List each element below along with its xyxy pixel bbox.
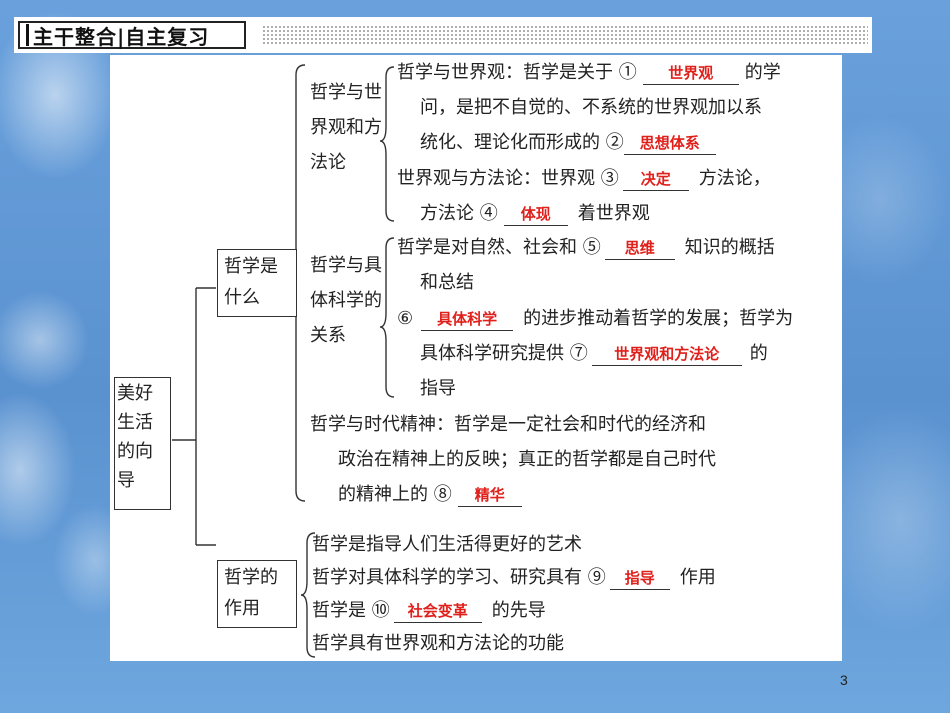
root-node: 美好生活的向导 — [114, 377, 171, 510]
branch-what-is-philosophy: 哲学是什么 — [217, 249, 297, 317]
section-title: 主干整合|自主复习 — [18, 21, 246, 49]
branch2-label: 哲学的作用 — [224, 567, 278, 619]
header-banner: 主干整合|自主复习 — [14, 17, 872, 53]
line-b5: 指导 — [420, 378, 456, 399]
answer-10: 社会变革 — [393, 600, 482, 623]
answer-3: 决定 — [622, 168, 689, 191]
answer-2: 思想体系 — [623, 132, 716, 155]
line-c1: 哲学与时代精神：哲学是一定社会和时代的经济和 — [310, 414, 706, 435]
sub-science-relation: 哲学与具体科学的关系 — [310, 255, 382, 346]
answer-1: 世界观 — [642, 62, 739, 85]
branch1-label: 哲学是什么 — [224, 256, 278, 308]
answer-7: 世界观和方法论 — [591, 343, 742, 366]
sub-worldview-methodology: 哲学与世界观和方法论 — [310, 82, 382, 173]
header-dot-pattern — [262, 25, 868, 45]
line-a2: 问，是把不自觉的、不系统的世界观加以系 — [420, 97, 762, 118]
root-label: 美好生活的向导 — [117, 383, 153, 491]
line-d4: 哲学具有世界观和方法论的功能 — [312, 633, 564, 654]
page-number: 3 — [840, 672, 848, 688]
answer-5: 思维 — [604, 237, 675, 260]
line-b2: 和总结 — [420, 272, 474, 293]
line-c2: 政治在精神上的反映；真正的哲学都是自己时代 — [338, 449, 716, 470]
answer-8: 精华 — [457, 484, 522, 507]
answer-9: 指导 — [609, 567, 670, 590]
section-title-text: 主干整合|自主复习 — [33, 24, 210, 49]
branch-role-of-philosophy: 哲学的作用 — [217, 560, 297, 628]
answer-4: 体现 — [503, 203, 568, 226]
line-d1: 哲学是指导人们生活得更好的艺术 — [312, 534, 582, 555]
title-bar-mark — [26, 24, 29, 46]
mindmap-panel: 美好生活的向导 哲学是什么 哲学的作用 哲学与世界观和方法论 哲学与具体科学的关… — [110, 55, 842, 661]
answer-6: 具体科学 — [421, 308, 514, 331]
